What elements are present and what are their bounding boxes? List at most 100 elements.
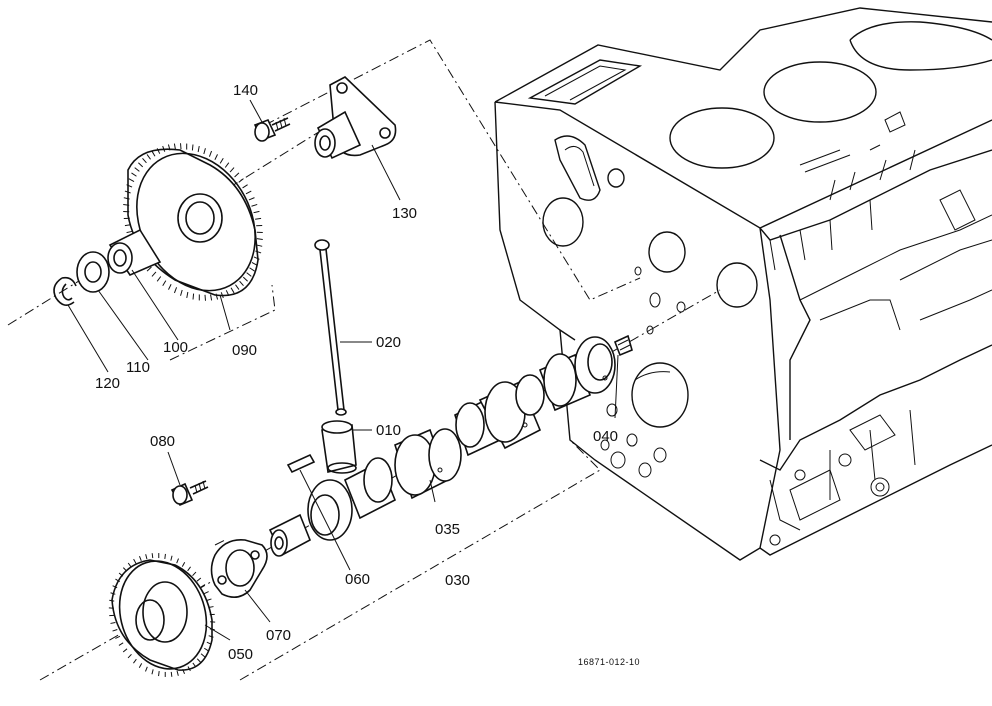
gear-tooth [245, 190, 252, 195]
label-060: 060 [345, 571, 370, 588]
gear-tooth [204, 294, 206, 301]
gear-tooth [204, 647, 209, 652]
push-rod-020 [314, 239, 347, 416]
gear-tooth [139, 556, 142, 562]
gear-tooth [249, 267, 255, 272]
gear-tooth [256, 238, 263, 240]
gear-tooth [151, 150, 156, 157]
label-030: 030 [445, 572, 470, 589]
gear-tooth [186, 291, 189, 299]
gear-tooth [225, 290, 230, 296]
gear-tooth [170, 555, 173, 561]
gear-tooth [242, 276, 248, 282]
gear-tooth [206, 641, 212, 645]
plug-040 [613, 334, 633, 357]
gear-tooth [118, 572, 124, 577]
gear-tooth [115, 578, 120, 583]
gear-tooth [151, 271, 157, 277]
gear-tooth [210, 294, 213, 301]
gear-tooth [242, 184, 248, 189]
gear-tooth [192, 662, 197, 668]
gear-tooth [203, 148, 206, 155]
gear-tooth [176, 558, 179, 564]
label-050: 050 [228, 646, 253, 663]
gear-tooth [255, 217, 262, 220]
camshaft-030 [268, 336, 616, 557]
gear-tooth [208, 606, 214, 608]
label-010: 010 [376, 422, 401, 439]
gear-tooth [173, 143, 176, 150]
cam-gear-050 [108, 553, 216, 677]
label-120: 120 [95, 375, 120, 392]
leader-lines [67, 99, 619, 641]
gear-tooth [126, 184, 133, 188]
gear-tooth [197, 145, 200, 153]
gear-tooth [239, 280, 244, 287]
snap-ring-120 [53, 276, 77, 306]
gear-tooth [138, 663, 143, 668]
gear-tooth [187, 566, 191, 572]
gear-tooth [110, 622, 116, 624]
tappet-010 [321, 420, 357, 474]
bolt-080 [170, 480, 209, 507]
gear-tooth [128, 178, 135, 182]
gear-tooth [142, 157, 147, 164]
gear-tooth [145, 554, 148, 560]
gear-tooth [180, 289, 183, 296]
gear-tooth [115, 635, 121, 639]
gear-tooth [173, 287, 178, 294]
gear-tooth [124, 224, 131, 227]
bushing-100 [107, 228, 162, 276]
washer-110 [76, 251, 110, 293]
gear-tooth [220, 292, 224, 299]
gear-tooth [122, 648, 128, 653]
idler-shaft-130 [314, 76, 397, 160]
gear-tooth [253, 210, 260, 214]
reference-code: 16871-012-10 [578, 657, 640, 667]
gear-tooth [133, 558, 137, 564]
gear-tooth [162, 145, 166, 152]
gear-tooth [123, 204, 130, 206]
thrust-plate-070 [210, 538, 268, 598]
gear-tooth [251, 203, 258, 207]
gear-tooth [133, 658, 137, 664]
gear-tooth [151, 553, 154, 559]
gear-tooth [146, 154, 151, 160]
gear-tooth [229, 167, 235, 173]
gear-tooth [151, 669, 154, 675]
gear-tooth [122, 567, 128, 572]
gear-tooth [146, 266, 152, 272]
gear-tooth [234, 172, 240, 178]
idler-gear-090 [123, 143, 263, 301]
gear-tooth [235, 284, 240, 290]
gear-tooth [156, 276, 162, 282]
gear-tooth [196, 658, 202, 663]
label-035: 035 [435, 521, 460, 538]
gear-tooth [164, 553, 166, 559]
label-100: 100 [163, 339, 188, 356]
gear-tooth [156, 148, 161, 154]
part-labels: 140 130 090 100 110 120 020 010 040 080 … [95, 82, 640, 667]
gear-tooth [214, 154, 218, 160]
gear-tooth [191, 144, 194, 151]
gear-tooth [127, 562, 132, 568]
gear-tooth [238, 178, 244, 183]
gear-tooth [208, 635, 214, 638]
label-130: 130 [392, 205, 417, 222]
gear-tooth [255, 250, 262, 254]
engine-block [494, 7, 992, 561]
gear-tooth [162, 280, 167, 286]
gear-tooth [118, 642, 124, 646]
gear-tooth [256, 244, 263, 247]
gear-tooth [215, 293, 219, 300]
gear-tooth [192, 571, 197, 577]
gear-tooth [181, 562, 186, 567]
gear-tooth [158, 671, 160, 677]
label-040: 040 [593, 428, 618, 445]
gear-tooth [112, 629, 118, 632]
gear-tooth [200, 584, 206, 588]
gear-tooth [187, 666, 191, 672]
gear-tooth [138, 162, 144, 168]
gear-tooth [230, 287, 235, 294]
label-090: 090 [232, 342, 257, 359]
